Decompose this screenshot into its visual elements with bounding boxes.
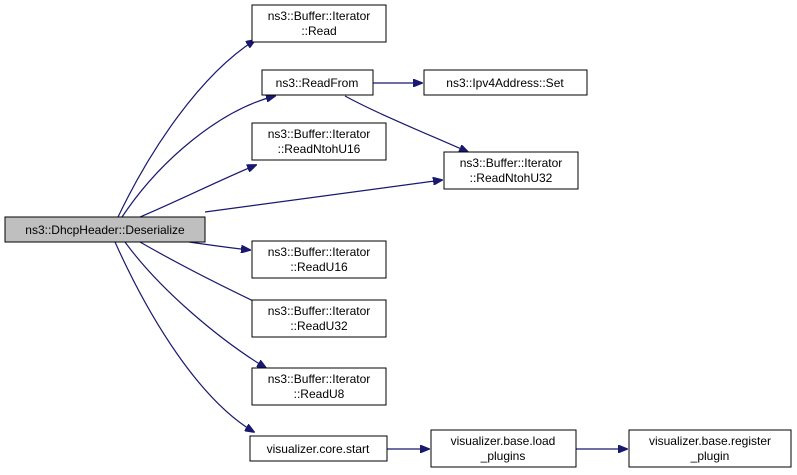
node-corestart-label: visualizer.core.start xyxy=(267,442,370,456)
node-readu8-line2: ::ReadU8 xyxy=(294,387,345,401)
node-read[interactable]: ns3::Buffer::Iterator ::Read xyxy=(251,4,387,43)
node-registerplugin-line2: _plugin xyxy=(690,449,730,463)
node-loadplugins[interactable]: visualizer.base.load _plugins xyxy=(430,429,577,468)
node-readfrom-label: ns3::ReadFrom xyxy=(276,76,359,90)
node-root[interactable]: ns3::DhcpHeader::Deserialize xyxy=(4,216,206,243)
edge-root-to-readu32 xyxy=(139,241,266,307)
node-readntohu16-line1: ns3::Buffer::Iterator xyxy=(268,127,371,141)
node-readntohu32-line1: ns3::Buffer::Iterator xyxy=(460,156,563,170)
edge-readfrom-to-readntohu32 xyxy=(344,95,468,152)
node-registerplugin-line1: visualizer.base.register xyxy=(649,434,771,448)
node-readu32-line2: ::ReadU32 xyxy=(290,319,348,333)
node-loadplugins-line2: _plugins xyxy=(480,449,526,463)
node-readu8[interactable]: ns3::Buffer::Iterator ::ReadU8 xyxy=(251,367,387,406)
node-corestart[interactable]: visualizer.core.start xyxy=(249,435,388,462)
edges xyxy=(114,40,627,449)
node-readu16-line2: ::ReadU16 xyxy=(290,260,348,274)
node-registerplugin[interactable]: visualizer.base.register _plugin xyxy=(628,429,792,468)
node-readntohu16-line2: ::ReadNtohU16 xyxy=(278,142,361,156)
node-read-line1: ns3::Buffer::Iterator xyxy=(268,9,371,23)
node-readu16-line1: ns3::Buffer::Iterator xyxy=(268,245,371,259)
node-readntohu16[interactable]: ns3::Buffer::Iterator ::ReadNtohU16 xyxy=(251,122,387,161)
node-ipv4set[interactable]: ns3::Ipv4Address::Set xyxy=(423,69,588,96)
node-readntohu32-line2: ::ReadNtohU32 xyxy=(470,171,553,185)
node-readfrom[interactable]: ns3::ReadFrom xyxy=(261,69,374,96)
node-readu8-line1: ns3::Buffer::Iterator xyxy=(268,372,371,386)
node-readu32-line1: ns3::Buffer::Iterator xyxy=(268,304,371,318)
edge-root-to-readu8 xyxy=(124,241,266,368)
node-read-line2: ::Read xyxy=(301,24,336,38)
node-loadplugins-line1: visualizer.base.load xyxy=(451,434,556,448)
edge-root-to-corestart xyxy=(114,241,254,432)
edge-root-to-readntohu32 xyxy=(204,180,442,213)
edge-root-to-readfrom xyxy=(121,96,275,218)
edge-root-to-read xyxy=(117,40,255,218)
node-readntohu32[interactable]: ns3::Buffer::Iterator ::ReadNtohU32 xyxy=(443,151,579,190)
node-readu16[interactable]: ns3::Buffer::Iterator ::ReadU16 xyxy=(251,240,387,279)
node-readu32[interactable]: ns3::Buffer::Iterator ::ReadU32 xyxy=(251,299,387,338)
node-ipv4set-label: ns3::Ipv4Address::Set xyxy=(446,76,564,90)
node-root-label: ns3::DhcpHeader::Deserialize xyxy=(25,223,185,237)
edge-root-to-readntohu16 xyxy=(139,165,256,218)
